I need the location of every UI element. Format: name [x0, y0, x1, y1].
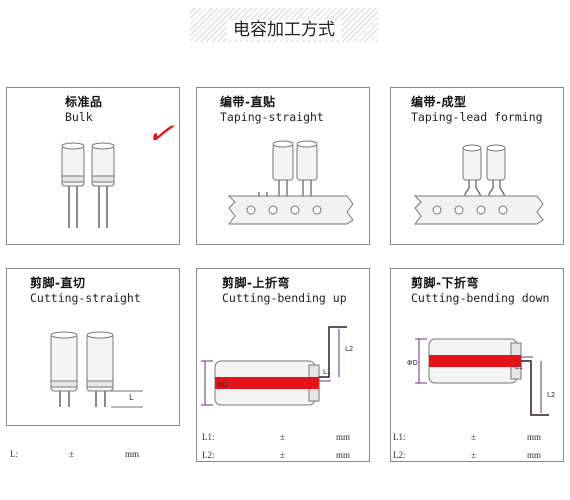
panel-title-en: Cutting-bending down [411, 291, 550, 305]
panel-title-en: Cutting-bending up [222, 291, 347, 305]
capacitor-bending-up-illustration [201, 326, 347, 406]
panel-cutting-bending-down: 剪脚-下折弯 Cutting-bending down ΦD L1 L2 L1:… [390, 268, 564, 462]
panel-taping-lead-forming: 编带-成型 Taping-lead forming [390, 87, 564, 245]
panel-title-zh: 剪脚-下折弯 [411, 276, 479, 290]
length-l2-pm: ± [280, 450, 285, 460]
panel-bulk: 标准品 Bulk ✓ [6, 87, 180, 245]
length-l2-pm: ± [471, 450, 476, 460]
panel-title-en: Taping-lead forming [411, 110, 543, 124]
capacitor-taping-straight-illustration [227, 140, 354, 225]
panel-title-zh: 剪脚-上折弯 [222, 276, 290, 290]
panel-taping-straight: 编带-直贴 Taping-straight [196, 87, 370, 245]
capacitor-bulk-illustration [61, 142, 115, 228]
dim-label-l: L [129, 393, 134, 402]
length-l2-label: L2: [393, 450, 406, 460]
dim-label-l1: L1 [323, 368, 332, 376]
length-l1-unit: mm [336, 432, 351, 442]
length-l2-unit: mm [336, 450, 351, 460]
panel4-l-label: L: [10, 449, 18, 459]
panel-title-zh: 编带-直贴 [220, 95, 276, 109]
capacitor-bending-down-illustration [415, 338, 549, 416]
dim-label-l2: L2 [547, 391, 556, 399]
length-l1-label: L1: [202, 432, 215, 442]
panel-title-zh: 剪脚-直切 [30, 276, 86, 290]
length-l1-pm: ± [280, 432, 285, 442]
capacitor-cutting-straight-illustration [50, 331, 143, 408]
panel-title-zh: 标准品 [65, 95, 103, 109]
panel-title-en: Cutting-straight [30, 291, 141, 305]
length-l2-unit: mm [527, 450, 542, 460]
dim-label-od: ΦD [407, 359, 418, 367]
title-banner: 电容加工方式 [190, 8, 378, 42]
length-l1-pm: ± [471, 432, 476, 442]
panel4-l-unit: mm [125, 449, 140, 459]
panel-title-en: Taping-straight [220, 110, 324, 124]
dim-label-l1: L1 [515, 363, 524, 371]
panel-cutting-bending-up: 剪脚-上折弯 Cutting-bending up ΦD L2 L1 L1: ±… [196, 268, 370, 462]
length-l1-label: L1: [393, 432, 406, 442]
check-icon: ✓ [144, 112, 177, 154]
page-title: 电容加工方式 [227, 20, 341, 40]
panel-title-en: Bulk [65, 110, 93, 124]
dim-label-od: ΦD [217, 381, 228, 389]
length-l2-label: L2: [202, 450, 215, 460]
panel-title-zh: 编带-成型 [411, 95, 467, 109]
panel4-l-pm: ± [69, 449, 74, 459]
length-l1-unit: mm [527, 432, 542, 442]
capacitor-taping-forming-illustration [413, 144, 544, 225]
panel-cutting-straight: 剪脚-直切 Cutting-straight L [6, 268, 180, 426]
dim-label-l2: L2 [345, 345, 354, 353]
